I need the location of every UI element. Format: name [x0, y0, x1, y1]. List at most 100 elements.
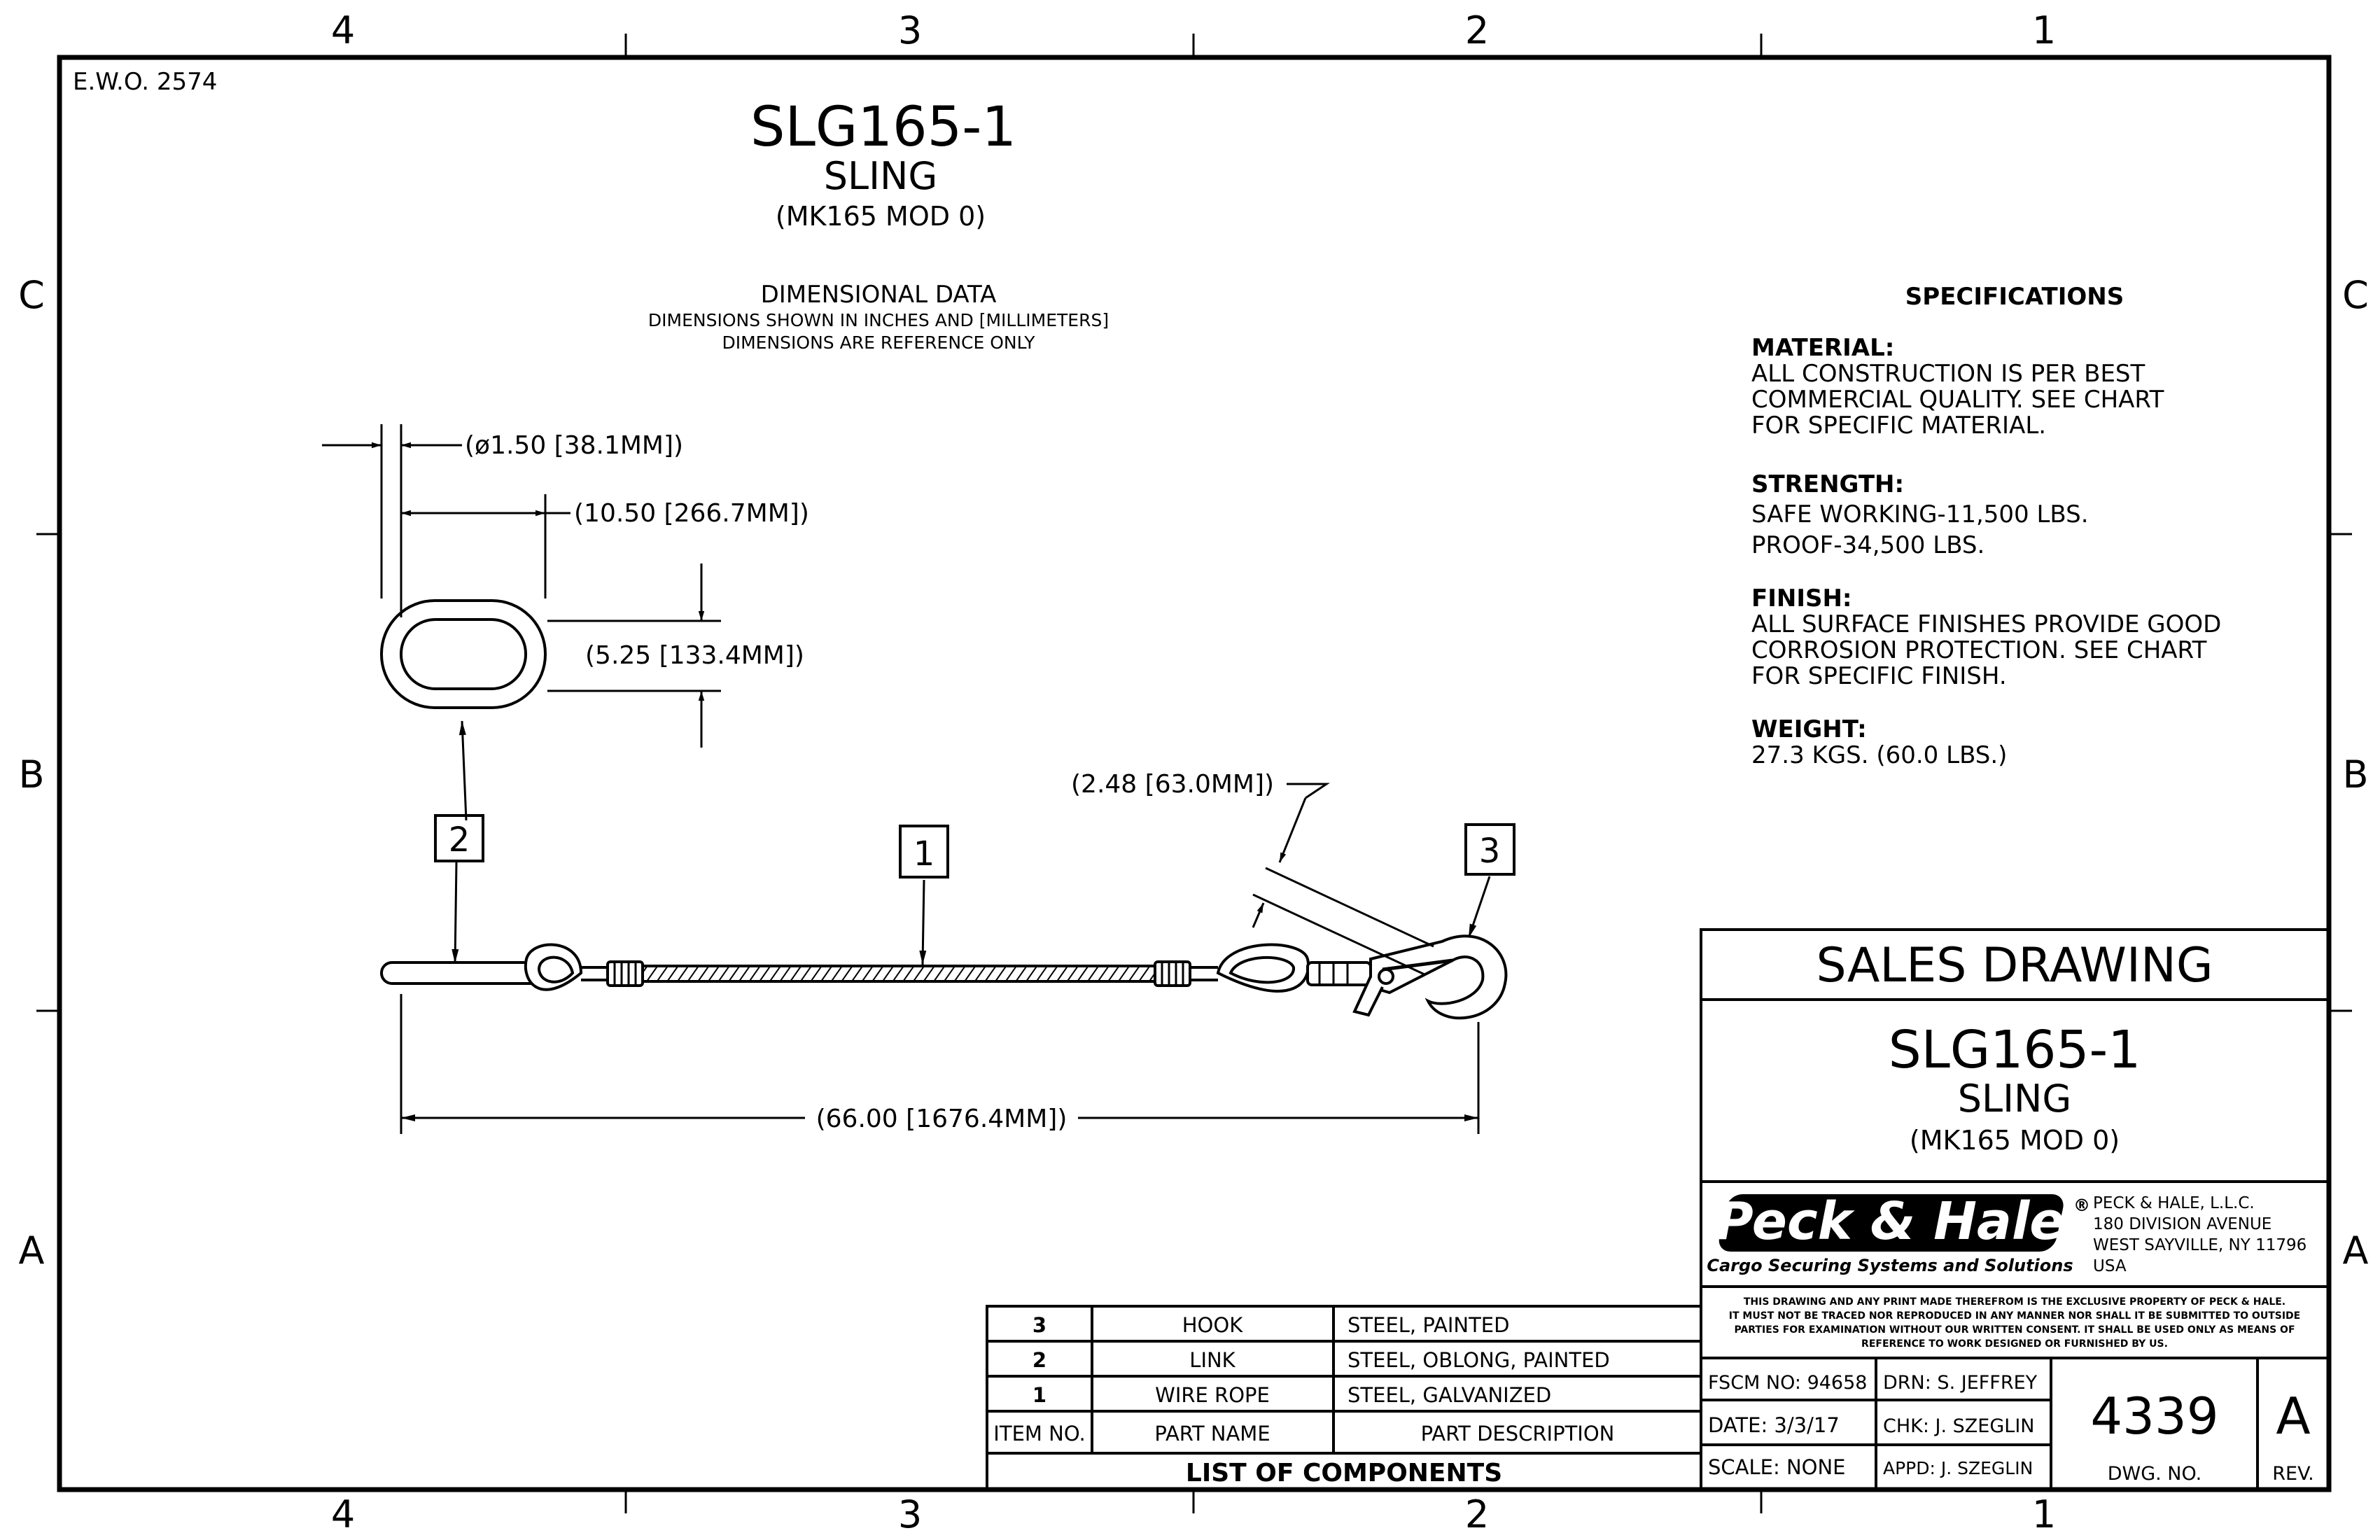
spec-strength-line-2: PROOF-34,500 LBS. [1751, 531, 1984, 559]
checked-by: CHK: J. SZEGLIN [1883, 1415, 2035, 1437]
company-logo: Peck & Hale ® Cargo Securing Systems and… [1707, 1191, 2090, 1275]
tb-part-name: SLING [1958, 1077, 2072, 1121]
tb-part-number: SLG165-1 [1889, 1020, 2141, 1080]
zone-row-left-c: C [18, 273, 45, 317]
balloon-3 [1464, 823, 1516, 876]
notice-line-2: IT MUST NOT BE TRACED NOR REPRODUCED IN … [1729, 1310, 2300, 1322]
dim-overall-length: (66.00 [1676.4MM]) [816, 1105, 1068, 1133]
title-block-text: SALES DRAWING SLG165-1 SLING (MK165 MOD … [1707, 938, 2314, 1485]
spec-weight-line-1: 27.3 KGS. (60.0 LBS.) [1751, 741, 2007, 769]
balloon-2-leaders [451, 720, 468, 964]
spec-strength-line-1: SAFE WORKING-11,500 LBS. [1751, 500, 2089, 528]
balloon-3-leader [1467, 876, 1491, 939]
component-row-3-name: WIRE ROPE [1155, 1383, 1270, 1407]
right-ferrule [1154, 960, 1191, 987]
header-part-name: SLING [824, 154, 938, 198]
dimensional-data-note-2: DIMENSIONS ARE REFERENCE ONLY [722, 332, 1035, 353]
specifications: SPECIFICATIONS MATERIAL: ALL CONSTRUCTIO… [1751, 283, 2221, 769]
dim-link-width: (5.25 [133.4MM]) [585, 641, 804, 670]
balloon-2 [434, 814, 484, 862]
ewo-number: E.W.O. 2574 [73, 68, 217, 96]
zone-row-right-c: C [2342, 273, 2369, 317]
dim-link-diameter: (ø1.50 [38.1MM]) [465, 431, 683, 460]
zone-ticks [36, 34, 2352, 1513]
left-ferrule [606, 960, 644, 987]
drawing-scale: SCALE: NONE [1708, 1455, 1846, 1479]
component-row-2-desc: STEEL, OBLONG, PAINTED [1348, 1348, 1610, 1372]
zone-col-top-1: 1 [2032, 8, 2056, 52]
zone-row-right-a: A [2343, 1228, 2369, 1273]
spec-material-line-2: COMMERCIAL QUALITY. SEE CHART [1751, 386, 2164, 414]
drawing-date: DATE: 3/3/17 [1708, 1413, 1840, 1437]
wire-rope [641, 965, 1156, 983]
link-edge-view [380, 961, 547, 985]
dimensional-data-note-1: DIMENSIONS SHOWN IN INCHES AND [MILLIMET… [648, 310, 1109, 330]
fscm-number: FSCM NO: 94658 [1708, 1372, 1867, 1394]
company-country: USA [2093, 1257, 2127, 1275]
components-table [986, 1305, 1702, 1491]
balloon-3-label: 3 [1479, 832, 1501, 871]
drawing-number-label: DWG. NO. [2108, 1463, 2202, 1485]
zone-col-top-3: 3 [898, 8, 922, 52]
zone-labels: 4 3 2 1 4 3 2 1 C B A C B A [18, 8, 2369, 1536]
company-city: WEST SAYVILLE, NY 11796 [2093, 1236, 2306, 1254]
components-title: LIST OF COMPONENTS [1186, 1459, 1502, 1488]
zone-row-left-b: B [18, 752, 44, 797]
approved-by: APPD: J. SZEGLIN [1883, 1458, 2033, 1478]
company-name: PECK & HALE, L.L.C. [2093, 1194, 2255, 1212]
drawing-header: SLG165-1 SLING (MK165 MOD 0) DIMENSIONAL… [648, 96, 1109, 353]
sling-assembly [380, 934, 1508, 1020]
company-street: 180 DIVISION AVENUE [2093, 1215, 2272, 1233]
components-table-text: 3 HOOK STEEL, PAINTED 2 LINK STEEL, OBLO… [993, 1313, 1614, 1488]
zone-col-top-4: 4 [331, 8, 355, 52]
hook-opening-dimension [1252, 783, 1434, 976]
notice-line-3: PARTIES FOR EXAMINATION WITHOUT OUR WRIT… [1734, 1324, 2295, 1336]
drawing-type: SALES DRAWING [1816, 938, 2213, 993]
zone-col-top-2: 2 [1465, 8, 1489, 52]
zone-col-bottom-3: 3 [898, 1492, 922, 1536]
drawn-by: DRN: S. JEFFREY [1883, 1372, 2038, 1394]
spec-strength-heading: STRENGTH: [1751, 470, 1904, 498]
zone-row-left-a: A [19, 1228, 45, 1273]
link-inner [400, 618, 527, 690]
link-outer [380, 599, 547, 709]
hook-latch [1382, 958, 1453, 972]
component-row-1-desc: STEEL, PAINTED [1348, 1313, 1509, 1337]
title-block [1700, 928, 2330, 1491]
hook-swivel [1306, 961, 1372, 986]
link-detail-view [322, 424, 721, 748]
dim-link-length: (10.50 [266.7MM]) [574, 499, 809, 528]
header-part-number: SLG165-1 [750, 96, 1016, 159]
component-row-2-name: LINK [1189, 1348, 1236, 1372]
logo-text: Peck & Hale [1716, 1191, 2065, 1252]
spec-finish-line-1: ALL SURFACE FINISHES PROVIDE GOOD [1751, 610, 2221, 638]
zone-col-bottom-4: 4 [331, 1492, 355, 1536]
balloon-1-label: 1 [913, 834, 935, 874]
component-row-3-desc: STEEL, GALVANIZED [1348, 1383, 1551, 1407]
spec-finish-heading: FINISH: [1751, 584, 1852, 612]
overall-length-dimension [400, 994, 1480, 1134]
components-header-desc: PART DESCRIPTION [1421, 1422, 1615, 1446]
hook-body [1369, 934, 1508, 1020]
dimensional-data-title: DIMENSIONAL DATA [761, 281, 997, 309]
revision-label: REV. [2272, 1463, 2314, 1485]
balloon-2-label: 2 [449, 820, 470, 860]
tb-designation: (MK165 MOD 0) [1910, 1125, 2120, 1156]
components-header-name: PART NAME [1154, 1422, 1270, 1446]
spec-finish-line-2: CORROSION PROTECTION. SEE CHART [1751, 636, 2207, 664]
spec-material-line-1: ALL CONSTRUCTION IS PER BEST [1751, 360, 2146, 388]
component-row-1-name: HOOK [1182, 1313, 1243, 1337]
component-row-1-item: 3 [1032, 1313, 1046, 1337]
zone-col-bottom-2: 2 [1465, 1492, 1489, 1536]
spec-material-heading: MATERIAL: [1751, 334, 1894, 362]
spec-material-line-3: FOR SPECIFIC MATERIAL. [1751, 412, 2046, 440]
hook-pin [1378, 968, 1394, 985]
notice-line-4: REFERENCE TO WORK DESIGNED OR FURNISHED … [1861, 1338, 2168, 1350]
specifications-title: SPECIFICATIONS [1905, 283, 2124, 311]
component-row-2-item: 2 [1032, 1348, 1046, 1372]
spec-weight-heading: WEIGHT: [1751, 715, 1867, 743]
revision: A [2276, 1387, 2310, 1446]
zone-col-bottom-1: 1 [2032, 1492, 2056, 1536]
zone-row-right-b: B [2342, 752, 2368, 797]
